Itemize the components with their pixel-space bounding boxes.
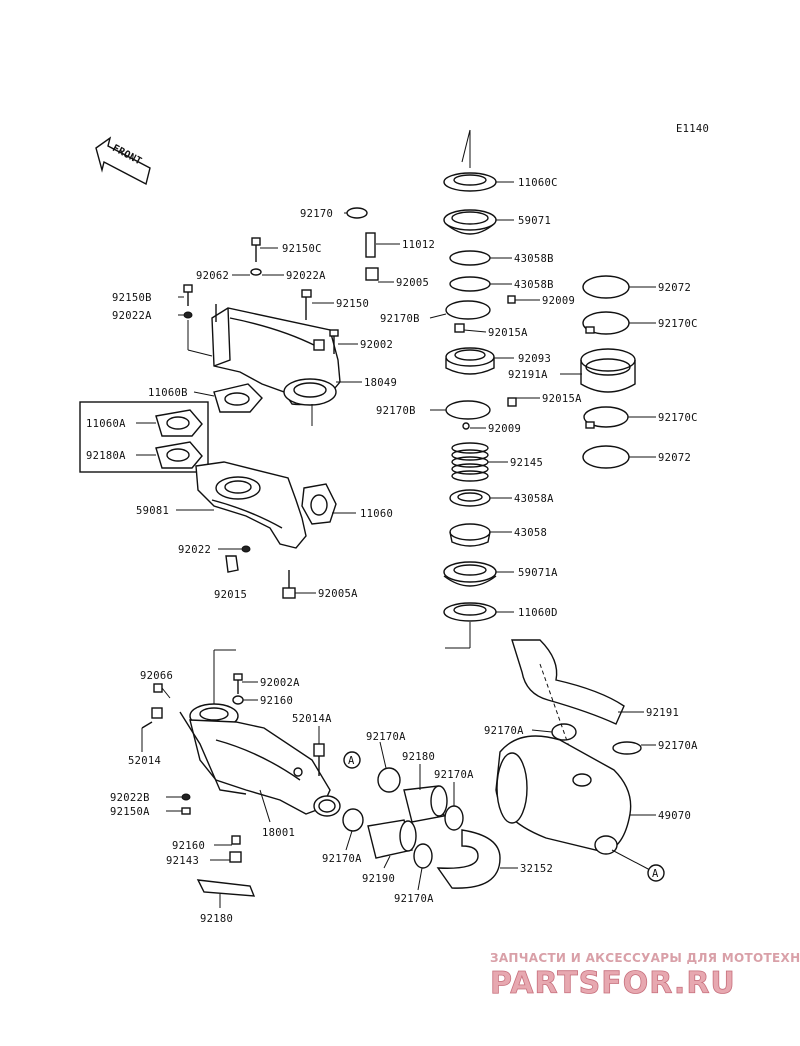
part-label: 92180A bbox=[86, 450, 126, 462]
spring-icon bbox=[451, 442, 489, 482]
right-ring-parts bbox=[580, 275, 636, 469]
part-label: 32152 bbox=[520, 863, 553, 875]
part-label: 92015 bbox=[214, 589, 247, 601]
part-label: 92002A bbox=[260, 677, 300, 689]
part-label: 59071A bbox=[518, 567, 558, 579]
part-label: 18049 bbox=[364, 377, 397, 389]
part-label: 92170 bbox=[300, 208, 333, 220]
part-label: 92015A bbox=[488, 327, 528, 339]
part-label: 92072 bbox=[658, 282, 691, 294]
callout-a-left: A bbox=[348, 755, 355, 767]
part-label: 59071 bbox=[518, 215, 551, 227]
part-label: 92170A bbox=[484, 725, 524, 737]
part-label: 43058B bbox=[514, 279, 554, 291]
part-label: 92022 bbox=[178, 544, 211, 556]
right-stack-parts bbox=[443, 129, 517, 649]
watermark-tagline: ЗАПЧАСТИ И АКСЕССУАРЫ ДЛЯ МОТОТЕХНИКИ bbox=[490, 951, 800, 965]
gasket-box bbox=[79, 401, 209, 473]
part-label: 92022A bbox=[286, 270, 326, 282]
expansion-chamber-18001 bbox=[141, 649, 341, 897]
part-label: 43058B bbox=[514, 253, 554, 265]
exhaust-pipe-59081 bbox=[195, 461, 337, 599]
part-label: 92180 bbox=[200, 913, 233, 925]
part-label: 92160 bbox=[260, 695, 293, 707]
part-label: 92180 bbox=[402, 751, 435, 763]
part-label: 52014A bbox=[292, 713, 332, 725]
part-label: 43058 bbox=[514, 527, 547, 539]
part-label: 92190 bbox=[362, 873, 395, 885]
part-label: 92062 bbox=[196, 270, 229, 282]
part-label: 92170B bbox=[376, 405, 416, 417]
part-label: 92015A bbox=[542, 393, 582, 405]
part-label: 11060D bbox=[518, 607, 558, 619]
muffler-49070: A bbox=[495, 639, 665, 882]
part-label: 92191 bbox=[646, 707, 679, 719]
part-label: 92170B bbox=[380, 313, 420, 325]
part-label: 92170A bbox=[394, 893, 434, 905]
diagram-code: E1140 bbox=[676, 123, 709, 135]
part-label: 52014 bbox=[128, 755, 161, 767]
part-label: 92093 bbox=[518, 353, 551, 365]
part-labels: 11060C 59071 43058B 43058B 92009 92170B … bbox=[86, 177, 698, 925]
part-label: 92022A bbox=[112, 310, 152, 322]
part-label: 43058A bbox=[514, 493, 554, 505]
part-label: 92005 bbox=[396, 277, 429, 289]
front-arrow-icon: FRONT bbox=[95, 136, 151, 186]
callout-a-right: A bbox=[652, 868, 659, 880]
part-label: 92009 bbox=[488, 423, 521, 435]
part-label: 11060A bbox=[86, 418, 126, 430]
part-label: 59081 bbox=[136, 505, 169, 517]
part-label: 92022B bbox=[110, 792, 150, 804]
part-label: 92145 bbox=[510, 457, 543, 469]
leader-lines bbox=[136, 181, 656, 908]
part-label: 92160 bbox=[172, 840, 205, 852]
part-label: 92150B bbox=[112, 292, 152, 304]
part-label: 92170C bbox=[658, 318, 698, 330]
hoses-and-clamps: A bbox=[342, 751, 501, 889]
part-label: 92143 bbox=[166, 855, 199, 867]
part-label: 92170C bbox=[658, 412, 698, 424]
part-label: 92005A bbox=[318, 588, 358, 600]
exhaust-manifold bbox=[183, 207, 379, 426]
part-label: 92170A bbox=[434, 769, 474, 781]
part-label: 11012 bbox=[402, 239, 435, 251]
part-label: 11060C bbox=[518, 177, 558, 189]
part-label: 49070 bbox=[658, 810, 691, 822]
watermark-logo: PARTSFOR.RU bbox=[490, 966, 736, 1001]
part-label: 92150 bbox=[336, 298, 369, 310]
part-label: 11060 bbox=[360, 508, 393, 520]
part-label: 92066 bbox=[140, 670, 173, 682]
part-label: 18001 bbox=[262, 827, 295, 839]
part-label: 92170A bbox=[658, 740, 698, 752]
watermark: ЗАПЧАСТИ И АКСЕССУАРЫ ДЛЯ МОТОТЕХНИКИ PA… bbox=[490, 951, 800, 1001]
part-label: 92170A bbox=[366, 731, 406, 743]
part-label: 92009 bbox=[542, 295, 575, 307]
part-label: 92150C bbox=[282, 243, 322, 255]
part-label: 92150A bbox=[110, 806, 150, 818]
part-label: 92072 bbox=[658, 452, 691, 464]
part-label: 92191A bbox=[508, 369, 548, 381]
part-label: 11060B bbox=[148, 387, 188, 399]
part-label: 92002 bbox=[360, 339, 393, 351]
part-label: 92170A bbox=[322, 853, 362, 865]
